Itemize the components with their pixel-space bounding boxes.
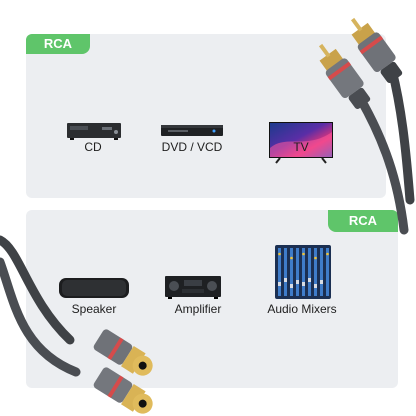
device-label-dvd: DVD / VCD	[161, 140, 223, 154]
device-label-cd: CD	[84, 140, 102, 154]
device-label-tv: TV	[293, 140, 309, 154]
bottom-device-panel	[26, 210, 398, 388]
top-rca-tag: RCA	[26, 34, 90, 54]
amplifier-icon	[165, 276, 221, 299]
dvd-player-icon	[161, 125, 223, 136]
cd-player-icon	[67, 123, 121, 140]
device-label-speaker: Speaker	[71, 302, 117, 316]
audio-mixer-icon	[275, 245, 331, 299]
device-label-amplifier: Amplifier	[174, 302, 222, 316]
speaker-icon	[59, 278, 129, 298]
device-label-audio-mixers: Audio Mixers	[267, 302, 337, 316]
bottom-rca-tag: RCA	[328, 210, 398, 232]
tv-icon	[269, 122, 333, 164]
